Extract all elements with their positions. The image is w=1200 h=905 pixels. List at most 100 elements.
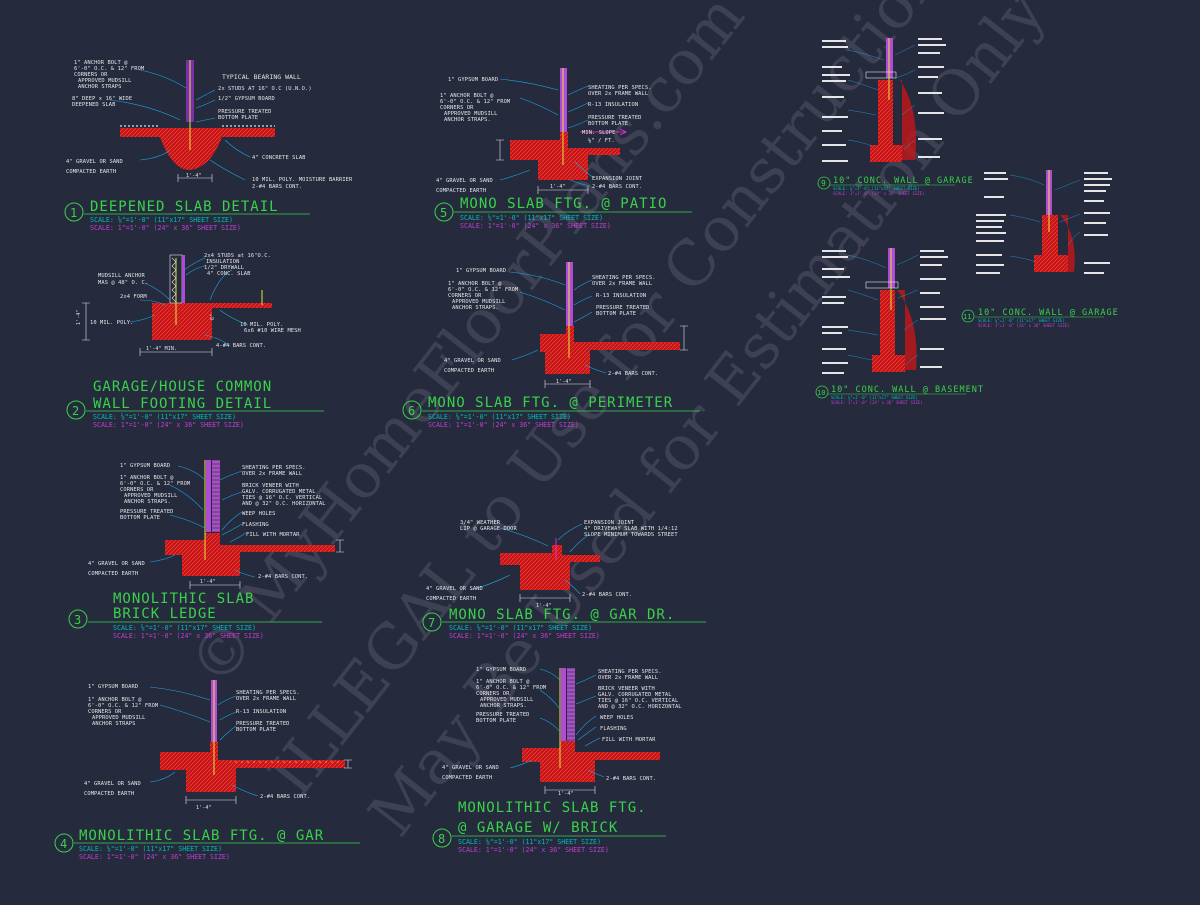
leader-lines — [509, 668, 605, 778]
note: OVER 2x FRAME WALL — [598, 675, 658, 681]
leader-lines — [149, 465, 256, 578]
note: MUDSILL ANCHOR — [98, 273, 145, 279]
scale-note: SCALE: ⅛"=1'-0" (11"x17" SHEET SIZE) — [978, 318, 1065, 323]
note: COMPACTED EARTH — [444, 368, 494, 374]
note: 1" ANCHOR BOLT @ — [448, 281, 502, 287]
note: OVER 2x FRAME WALL — [242, 471, 302, 477]
note: 8" DEEP x 16" WIDE — [72, 96, 132, 102]
note: FILL WITH MORTAR — [602, 737, 656, 743]
note: COMPACTED EARTH — [88, 571, 138, 577]
slab-concrete — [500, 545, 600, 590]
note: COMPACTED EARTH — [442, 775, 492, 781]
detail-title: MONO SLAB FTG. @ PERIMETER — [428, 395, 673, 411]
detail-5-patio: 1" GYPSUM BOARD 1" ANCHOR BOLT @ 6'-0" O… — [434, 68, 692, 230]
note: SLOPE MINIMUM TOWARDS STREET — [584, 532, 678, 538]
leader-lines — [469, 523, 591, 595]
small-notes — [822, 250, 948, 374]
dim-line — [82, 302, 213, 356]
note: 4" GRAVEL OR SAND — [426, 586, 483, 592]
note: 1/2" DRYWALL — [204, 265, 244, 271]
detail-title: WALL FOOTING DETAIL — [93, 396, 272, 412]
note: PRESSURE TREATED — [120, 509, 174, 515]
note: PRESSURE TREATED — [596, 305, 650, 311]
detail-7-garage-door: 3/4" WEATHER LIP @ GARAGE DOOR EXPANSION… — [422, 520, 706, 640]
note: 10 MIL. POLY. MOISTURE BARRIER — [252, 177, 353, 183]
note: BRICK VENEER WITH — [598, 686, 655, 692]
detail-4-slab-ftg-gar: 1" GYPSUM BOARD 1" ANCHOR BOLT @ 6'-0" O… — [54, 680, 360, 861]
detail-1-deepened-slab: 1" ANCHOR BOLT @ 6'-0" O.C. & 12" FROM C… — [64, 60, 353, 232]
scale-note: SCALE: 1"=1'-0" (24" x 36" SHEET SIZE) — [831, 400, 923, 405]
detail-number-bubble — [422, 612, 442, 632]
note: CORNERS OR — [448, 293, 482, 299]
detail-number-bubble — [54, 833, 74, 853]
note: BOTTOM PLATE — [596, 311, 636, 317]
wall-finish — [182, 255, 185, 303]
note: ANCHOR STRAPS — [78, 84, 122, 90]
note: 10 MIL. POLY. — [240, 322, 284, 328]
note: APPROVED MUDSILL — [480, 697, 534, 703]
note: 1" GYPSUM BOARD — [120, 463, 170, 469]
dimension-label: 1'-4" — [536, 603, 552, 609]
note: COMPACTED EARTH — [436, 188, 486, 194]
note: 1" ANCHOR BOLT @ — [440, 93, 494, 99]
wall-concrete — [870, 80, 902, 162]
note: 2-#4 BARS CONT. — [606, 776, 656, 782]
note: R-13 INSULATION — [236, 709, 286, 715]
note: MAS @ 48" O. C. — [98, 280, 148, 286]
scale-note: SCALE: ⅛"=1'-0" (11"x17" SHEET SIZE) — [833, 186, 920, 191]
detail-9-conc-wall-garage: 9 10" CONC. WALL @ GARAGE SCALE: ⅛"=1'-0… — [817, 38, 973, 196]
scale-note: SCALE: ⅛"=1'-0" (11"x17" SHEET SIZE) — [93, 412, 236, 421]
detail-number: 1 — [70, 206, 77, 220]
note: 4" GRAVEL OR SAND — [84, 781, 141, 787]
note: TIES @ 16" O.C. VERTICAL — [242, 495, 322, 501]
detail-number: 11 — [963, 313, 971, 321]
note: BRICK VENEER WITH — [242, 483, 299, 489]
note: EXPANSION JOINT — [584, 520, 635, 526]
note: SHEATING PER SPECS. — [592, 275, 656, 281]
detail-title: GARAGE/HOUSE COMMON — [93, 379, 272, 395]
wall-stud — [561, 668, 566, 741]
note: ANCHOR STRAPS. — [480, 703, 527, 709]
note: COMPACTED EARTH — [426, 596, 476, 602]
dimension-label: 1'-4" — [76, 309, 82, 325]
detail-number: 2 — [72, 404, 79, 418]
note: EXPANSION JOINT — [592, 176, 643, 182]
note: FLASHING — [600, 726, 627, 732]
scale-note: SCALE: ⅛"=1'-0" (11"x17" SHEET SIZE) — [449, 623, 592, 632]
detail-3-brick-ledge: 1" GYPSUM BOARD 1" ANCHOR BOLT @ 6'-0" O… — [68, 460, 344, 640]
scale-note: SCALE: ⅛"=1'-0" (11"x17" SHEET SIZE) — [831, 395, 918, 400]
note: OVER 2x FRAME WALL — [236, 696, 296, 702]
soil-fill — [900, 80, 916, 160]
wall-stud — [206, 460, 211, 532]
scale-note: SCALE: ⅛"=1'-0" (11"x17" SHEET SIZE) — [458, 837, 601, 846]
note: AND @ 32" O.C. HORIZONTAL — [242, 501, 326, 507]
detail-number: 3 — [74, 613, 81, 627]
scale-note: SCALE: 1"=1'-0" (24" x 36" SHEET SIZE) — [428, 421, 579, 429]
dimension-label: 6" — [210, 314, 216, 320]
scale-note: SCALE: 1"=1'-0" (24" x 36" SHEET SIZE) — [460, 222, 611, 230]
leader-lines — [509, 271, 607, 374]
detail-number: 7 — [428, 616, 435, 630]
leader-lines — [149, 686, 259, 797]
note: CORNERS OR — [74, 72, 108, 78]
note: GALV. CORRUGATED METAL — [598, 692, 672, 698]
note: CORNERS OR — [476, 691, 510, 697]
note: BOTTOM PLATE — [588, 121, 628, 127]
note: LIP @ GARAGE DOOR — [460, 526, 518, 532]
detail-title: BRICK LEDGE — [113, 606, 217, 622]
detail-title: @ GARAGE W/ BRICK — [458, 820, 618, 836]
dim-line — [189, 539, 344, 589]
detail-11-conc-wall-garage: 11 10" CONC. WALL @ GARAGE SCALE: ⅛"=1'-… — [961, 170, 1118, 328]
note: CORNERS OR — [440, 105, 474, 111]
note: PRESSURE TREATED — [236, 721, 290, 727]
scale-note: SCALE: 1"=1'-0" (24" x 36" SHEET SIZE) — [90, 224, 241, 232]
note: 2x4 STUDS at 16"O.C. — [204, 253, 271, 259]
note: 6'-0" O.C. & 12" FROM — [476, 685, 547, 691]
scale-note: SCALE: 1"=1'-0" (24" x 36" SHEET SIZE) — [458, 846, 609, 854]
note: 2-#4 BARS CONT. — [608, 371, 658, 377]
scale-note: SCALE: 1"=1'-0" (24" x 36" SHEET SIZE) — [978, 323, 1070, 328]
note: 1" GYPSUM BOARD — [476, 667, 526, 673]
note: 6'-0" O.C. & 12" FROM — [440, 99, 511, 105]
note: BOTTOM PLATE — [218, 115, 258, 121]
detail-2-common-wall-footing: 2x4 STUDS at 16"O.C. INSULATION 1/2" DRY… — [66, 253, 324, 429]
